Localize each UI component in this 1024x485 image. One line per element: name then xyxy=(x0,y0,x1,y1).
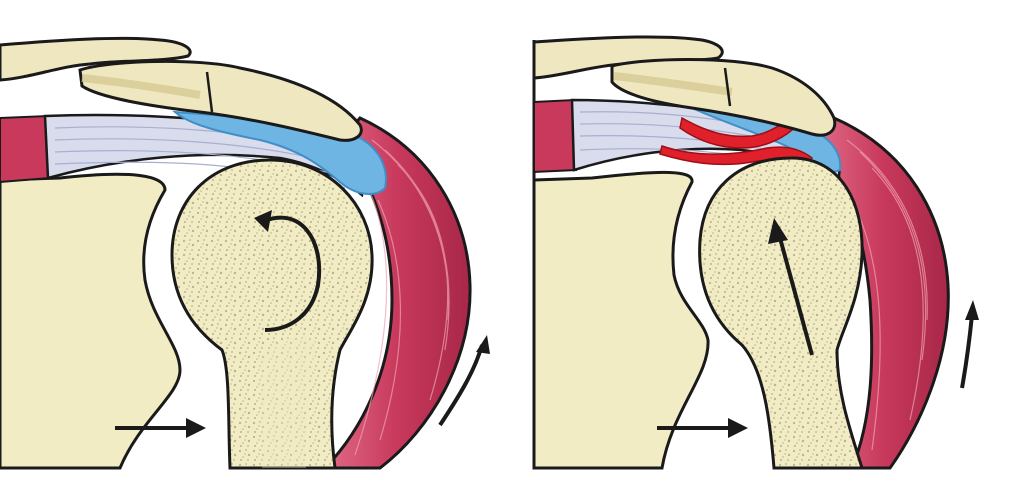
acromion xyxy=(78,59,363,142)
lateral-arrowhead xyxy=(728,418,748,438)
panel-normal-shoulder xyxy=(0,36,490,470)
superior-translation-arrow xyxy=(778,237,814,356)
rotation-arrowhead xyxy=(254,210,272,232)
deltoid-pull-arrowhead xyxy=(965,300,979,320)
glenoid-bone xyxy=(532,170,710,470)
panel-impingement-shoulder xyxy=(512,0,1024,485)
impingement-zone xyxy=(679,116,793,149)
panel-impingement-svg xyxy=(532,35,979,470)
deltoid-muscle xyxy=(321,116,472,470)
superior-translation-arrowhead xyxy=(768,218,788,244)
acromion-shadow xyxy=(81,74,201,99)
humeral-head xyxy=(698,156,865,470)
deltoid-fibers xyxy=(846,139,928,451)
lateral-arrowhead xyxy=(186,418,206,438)
acromion-shadow xyxy=(613,72,733,96)
humerus-shaft-highlight xyxy=(258,336,318,468)
acromion xyxy=(610,58,837,137)
glenoid-bone xyxy=(0,172,182,470)
supraspinatus-muscle xyxy=(0,114,52,184)
clavicle xyxy=(532,35,724,80)
deltoid-pull-arrowhead xyxy=(476,335,490,354)
deltoid-pull-arrow xyxy=(960,314,974,389)
rotation-arrow xyxy=(261,215,322,332)
panel-normal-svg xyxy=(0,36,490,470)
humeral-head xyxy=(170,158,374,470)
ac-joint xyxy=(205,71,214,113)
deltoid-fibers xyxy=(354,139,450,456)
supraspinatus-muscle xyxy=(533,98,578,174)
ac-joint xyxy=(723,67,732,107)
clavicle xyxy=(0,36,192,82)
